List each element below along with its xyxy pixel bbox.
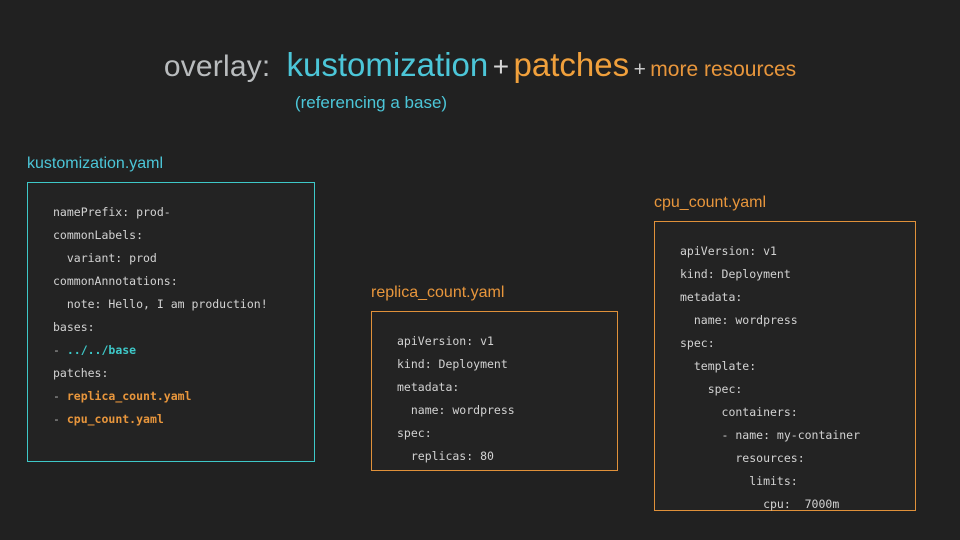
- code-line: spec:: [680, 336, 715, 350]
- code-line: containers:: [680, 405, 798, 419]
- heading-subtitle: (referencing a base): [294, 93, 448, 112]
- card-label-cpu-count: cpu_count.yaml: [654, 194, 767, 211]
- code-line: spec:: [397, 426, 432, 440]
- list-dash: -: [53, 343, 67, 357]
- code-line: note: Hello, I am production!: [53, 297, 268, 311]
- heading-plus-one: +: [492, 51, 510, 82]
- code-line: cpu: 7000m: [680, 497, 840, 511]
- code-block-kustomization: namePrefix: prod-commonLabels: variant: …: [27, 182, 315, 462]
- code-line: - ../../base: [53, 339, 314, 362]
- card-label-replica-count: replica_count.yaml: [371, 284, 505, 301]
- code-highlight: ../../base: [66, 343, 137, 357]
- code-line: - replica_count.yaml: [53, 385, 314, 408]
- code-line: - name: my-container: [680, 428, 861, 442]
- code-line: metadata:: [680, 290, 743, 304]
- heading-main-line: overlay: kustomization + patches + more r…: [0, 48, 960, 82]
- code-line: kind: Deployment: [680, 267, 791, 281]
- code-line: apiVersion: v1: [680, 244, 777, 258]
- heading-plus-two: +: [633, 58, 646, 81]
- code-line: name: wordpress: [680, 313, 798, 327]
- code-highlight: cpu_count.yaml: [66, 412, 164, 426]
- card-label-kustomization: kustomization.yaml: [27, 155, 164, 172]
- code-line: patches:: [53, 366, 109, 380]
- code-line: spec:: [680, 382, 743, 396]
- slide-heading: overlay: kustomization + patches + more r…: [0, 48, 960, 113]
- code-line: apiVersion: v1: [397, 334, 494, 348]
- list-dash: -: [53, 389, 67, 403]
- heading-overlay-label: overlay:: [163, 50, 271, 83]
- code-content-kustomization: namePrefix: prod-commonLabels: variant: …: [53, 201, 314, 431]
- code-line: - cpu_count.yaml: [53, 408, 314, 431]
- card-cpu-count-yaml: cpu_count.yaml apiVersion: v1 kind: Deplo…: [654, 195, 916, 511]
- code-line: resources:: [680, 451, 805, 465]
- code-line: variant: prod: [53, 251, 157, 265]
- code-line: metadata:: [397, 380, 460, 394]
- card-kustomization-yaml: kustomization.yaml namePrefix: prod-comm…: [27, 156, 315, 462]
- code-line: kind: Deployment: [397, 357, 508, 371]
- code-line: bases:: [53, 320, 95, 334]
- code-line: name: wordpress: [397, 403, 515, 417]
- code-highlight: replica_count.yaml: [66, 389, 192, 403]
- code-line: limits:: [680, 474, 798, 488]
- card-replica-count-yaml: replica_count.yaml apiVersion: v1 kind: D…: [371, 285, 618, 471]
- heading-more-resources: more resources: [650, 58, 797, 81]
- code-line: commonLabels:: [53, 228, 144, 242]
- code-line: template:: [680, 359, 757, 373]
- code-line: commonAnnotations:: [53, 274, 178, 288]
- code-line: namePrefix: prod-: [53, 205, 171, 219]
- list-dash: -: [53, 412, 67, 426]
- heading-patches-word: patches: [513, 46, 630, 83]
- code-line: replicas: 80: [397, 449, 494, 463]
- heading-kustomization-word: kustomization: [286, 46, 489, 83]
